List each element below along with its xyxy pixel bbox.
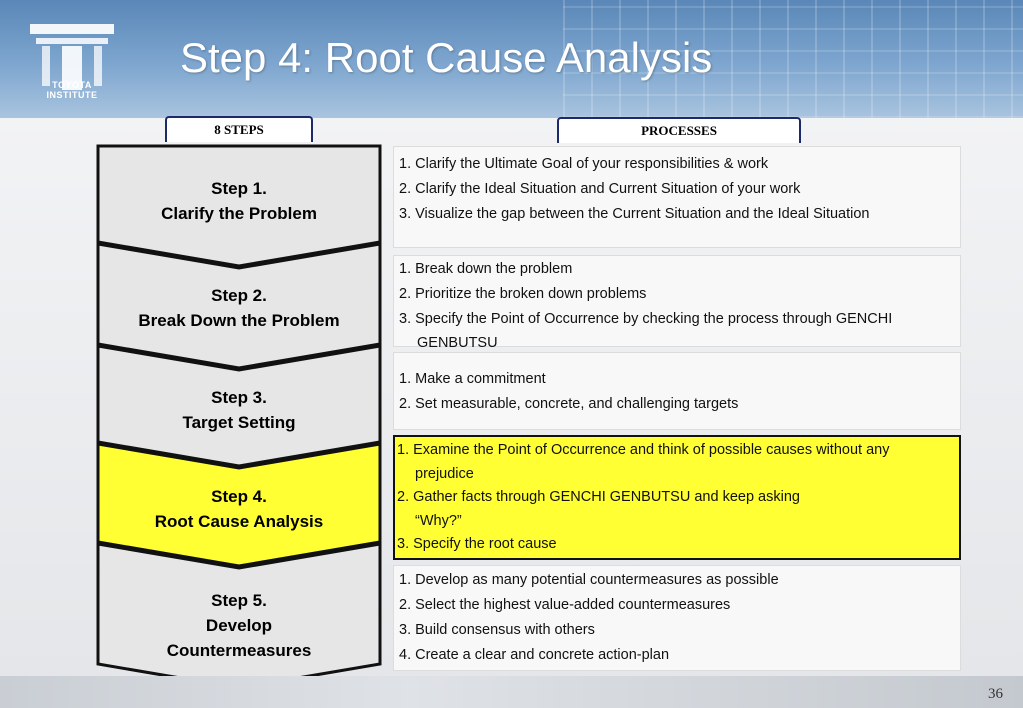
process-item: 1. Develop as many potential countermeas…: [399, 572, 779, 588]
process-item: 1. Examine the Point of Occurrence and t…: [397, 438, 959, 485]
process-box-step-2: 1. Break down the problem 2. Prioritize …: [393, 255, 961, 351]
chevron-step-5: [96, 542, 382, 690]
tab-8-steps: 8 STEPS: [165, 116, 313, 142]
process-item: 2. Set measurable, concrete, and challen…: [399, 396, 739, 412]
process-item-cont: “Why?”: [415, 513, 462, 529]
step-chevrons: [96, 144, 382, 690]
step-5-title: Develop: [205, 616, 273, 635]
step-5-number: Step 5.: [211, 591, 267, 610]
process-item: 3. Visualize the gap between the Current…: [399, 206, 870, 222]
chevron-step-1: [96, 144, 382, 268]
process-item: 2. Select the highest value-added counte…: [399, 597, 731, 613]
process-item: 2. Clarify the Ideal Situation and Curre…: [399, 181, 801, 197]
step-1-number: Step 1.: [211, 179, 267, 198]
step-2-title: Break Down the Problem: [138, 311, 340, 330]
process-item: 2. Gather facts through GENCHI GENBUTSU …: [397, 485, 959, 532]
logo-line-2: INSTITUTE: [46, 90, 98, 100]
process-item: 3. Specify the root cause: [397, 536, 557, 552]
header-banner: TOYOTA INSTITUTE Step 4: Root Cause Anal…: [0, 0, 1023, 118]
process-item: 3. Specify the Point of Occurrence by ch…: [399, 307, 960, 354]
page-number: 36: [988, 686, 1003, 702]
step-2-label: Step 2. Break Down the Problem: [96, 283, 382, 333]
step-1-title: Clarify the Problem: [161, 204, 317, 223]
process-box-step-3: 1. Make a commitment 2. Set measurable, …: [393, 352, 961, 430]
process-item-text: 3. Specify the Point of Occurrence by ch…: [399, 311, 893, 327]
footer-bar: [0, 676, 1023, 708]
toyota-institute-logo-icon: [30, 24, 114, 90]
process-box-step-5: 1. Develop as many potential countermeas…: [393, 565, 961, 671]
process-item: 2. Prioritize the broken down problems: [399, 286, 647, 302]
step-5-title-cont: Countermeasures: [166, 641, 312, 660]
process-box-step-4-highlighted: 1. Examine the Point of Occurrence and t…: [393, 435, 961, 560]
page-title: Step 4: Root Cause Analysis: [180, 34, 713, 81]
tab-processes: PROCESSES: [557, 117, 801, 143]
process-item-text: 1. Examine the Point of Occurrence and t…: [397, 442, 890, 458]
step-3-title: Target Setting: [182, 413, 296, 432]
chevron-step-2: [96, 242, 382, 370]
step-3-number: Step 3.: [211, 388, 267, 407]
step-2-number: Step 2.: [211, 286, 267, 305]
chevron-step-4: [96, 442, 382, 568]
step-3-label: Step 3. Target Setting: [96, 385, 382, 435]
step-4-number: Step 4.: [211, 487, 267, 506]
process-item: 1. Clarify the Ultimate Goal of your res…: [399, 156, 769, 172]
chevron-step-3: [96, 344, 382, 468]
logo-text: TOYOTA INSTITUTE: [28, 80, 116, 100]
process-item: 3. Build consensus with others: [399, 622, 595, 638]
process-item-text: 2. Gather facts through GENCHI GENBUTSU …: [397, 489, 800, 505]
process-item: 4. Create a clear and concrete action-pl…: [399, 647, 670, 663]
building-backdrop: [563, 0, 1023, 118]
step-5-label: Step 5. Develop Countermeasures: [96, 588, 382, 663]
step-1-label: Step 1. Clarify the Problem: [96, 176, 382, 226]
step-4-label: Step 4. Root Cause Analysis: [96, 484, 382, 534]
process-item-cont: GENBUTSU: [417, 335, 498, 351]
process-box-step-1: 1. Clarify the Ultimate Goal of your res…: [393, 146, 961, 248]
step-4-title: Root Cause Analysis: [154, 512, 324, 531]
process-item: 1. Make a commitment: [399, 371, 546, 387]
process-item: 1. Break down the problem: [399, 261, 573, 277]
process-item-cont: prejudice: [415, 466, 474, 482]
logo-line-1: TOYOTA: [52, 80, 92, 90]
